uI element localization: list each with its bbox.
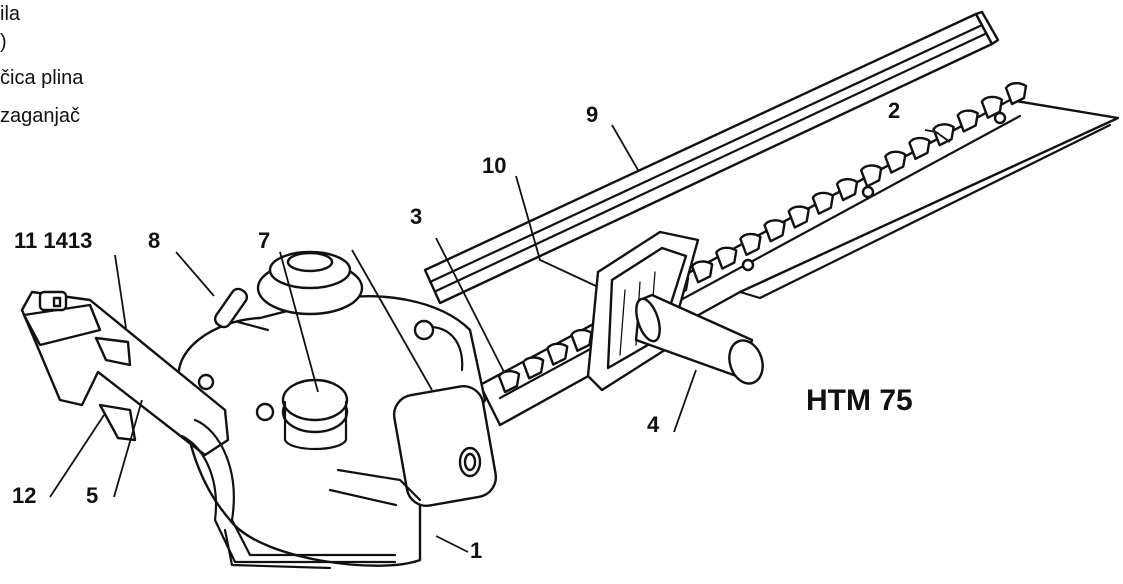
callout-11-14-13: 11 1413 [14, 228, 93, 253]
callout-9: 9 [586, 102, 599, 127]
legend-line: čica plina [0, 67, 84, 89]
callout-4: 4 [647, 412, 660, 437]
blade-tooth [497, 370, 521, 394]
blade-tooth [859, 164, 883, 188]
blade-tooth [835, 178, 859, 202]
legend-line: ) [0, 31, 7, 53]
callout-2: 2 [888, 98, 901, 123]
callout-1: 1 [470, 538, 483, 563]
blade-tooth [1004, 82, 1028, 106]
blade-tooth [787, 205, 810, 229]
rear-handle [20, 290, 397, 570]
blade-tooth [956, 109, 979, 133]
blade-tooth [521, 356, 545, 380]
model-name: HTM 75 [806, 384, 913, 417]
blade-tooth [715, 246, 738, 270]
leader-lines [49, 124, 951, 553]
blade-tooth [811, 191, 835, 215]
callout-5: 5 [86, 483, 99, 508]
blade-tooth [884, 150, 907, 174]
blade-tooth [908, 136, 931, 161]
blade-tooth [763, 219, 786, 243]
front-handle [634, 293, 764, 385]
legend-line: zaganjač [0, 105, 81, 127]
callout-3: 3 [410, 204, 423, 229]
blade-tooth [546, 342, 569, 366]
callout-7: 7 [258, 228, 271, 253]
callout-8: 8 [148, 228, 161, 253]
blade-tooth [690, 260, 714, 284]
blade-tooth [980, 95, 1004, 119]
callout-10: 10 [482, 153, 507, 178]
legend-line: ila [0, 3, 21, 25]
callout-12: 12 [12, 483, 37, 508]
blade-tooth [739, 232, 762, 257]
blade-guard [423, 10, 1000, 305]
